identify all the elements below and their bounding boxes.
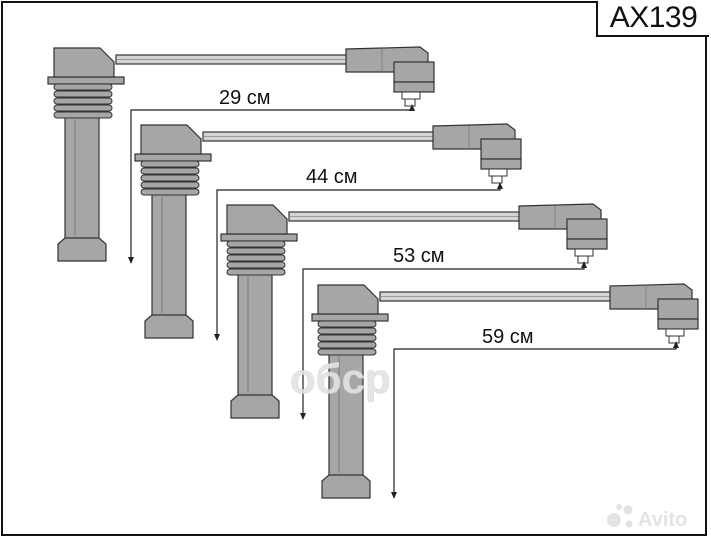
length-label-1: 29 см xyxy=(219,87,271,109)
watermark-corner: Avito xyxy=(607,504,687,531)
dimension-line-4 xyxy=(393,343,677,497)
length-label-2: 44 см xyxy=(306,166,358,188)
avito-logo-icon xyxy=(607,504,633,528)
part-number-label: AX139 xyxy=(596,1,709,37)
length-label-4: 59 см xyxy=(482,326,534,348)
length-label-3: 53 см xyxy=(393,245,445,267)
watermark-center-text: oбcp xyxy=(290,355,391,402)
dimension-arrows xyxy=(128,104,679,499)
ignition-lead-3 xyxy=(220,203,608,419)
watermark-center: oбcp xyxy=(290,355,391,403)
watermark-corner-text: Avito xyxy=(638,509,687,531)
